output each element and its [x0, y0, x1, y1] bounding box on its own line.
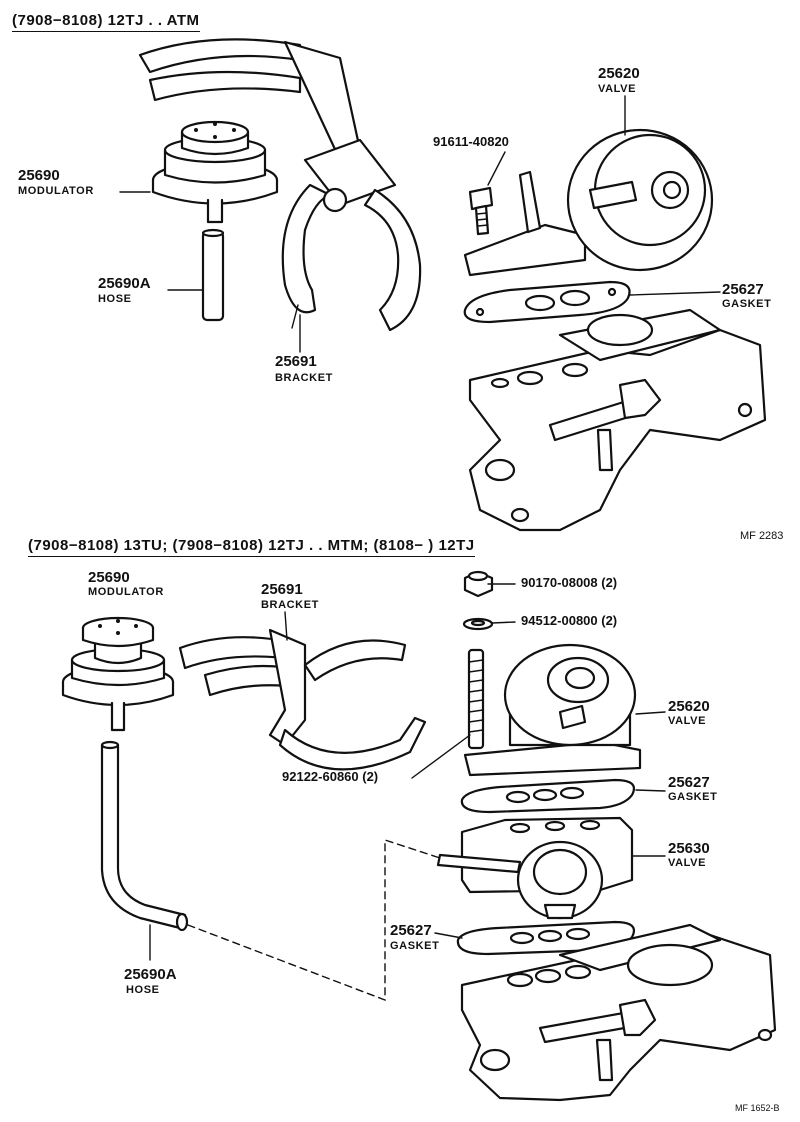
bottom-gasket-upper-leader — [635, 789, 666, 792]
bottom-bracket-name: BRACKET — [261, 599, 319, 611]
bottom-stud-number: 92122-60860 (2) — [282, 769, 379, 784]
bottom-bracket-leader — [284, 611, 288, 641]
top-modulator-part — [151, 120, 279, 224]
bottom-nut-part — [463, 570, 494, 598]
bottom-gasket-upper-name: GASKET — [668, 791, 718, 803]
top-bolt-number: 91611-40820 — [433, 134, 509, 149]
top-modulator-number: 25690 — [18, 167, 60, 184]
top-valve-name: VALVE — [598, 83, 637, 95]
top-gasket-number: 25627 — [722, 281, 764, 298]
bottom-valve-part — [463, 643, 642, 777]
bottom-gasket-lower-part — [456, 920, 636, 956]
top-gasket-leader — [629, 291, 721, 296]
top-bolt-part — [468, 186, 494, 236]
bottom-washer-part — [462, 617, 494, 631]
bottom-figure-ref: MF 1652-B — [735, 1103, 780, 1113]
top-bolt-leader — [487, 151, 506, 186]
top-bracket-number: 25691 — [275, 353, 317, 370]
bottom-bracket-number: 25691 — [261, 581, 303, 598]
top-hose-name: HOSE — [98, 293, 132, 305]
top-manifold-part — [468, 308, 767, 532]
top-valve-part — [463, 128, 714, 277]
bottom-valve-number: 25620 — [668, 698, 710, 715]
top-modulator-name: MODULATOR — [18, 185, 94, 197]
bottom-valve2-part — [436, 816, 634, 920]
bottom-nut-number: 90170-08008 (2) — [521, 575, 618, 590]
top-bracket-part — [138, 38, 422, 332]
bottom-modulator-number: 25690 — [88, 569, 130, 586]
bottom-valve-name: VALVE — [668, 715, 707, 727]
bottom-stud-part — [467, 648, 485, 750]
top-gasket-name: GASKET — [722, 298, 772, 310]
bottom-hose-part — [100, 740, 189, 932]
section-title-bottom: (7908−8108) 13TU; (7908−8108) 12TJ . . M… — [28, 537, 475, 557]
bottom-gasket-upper-number: 25627 — [668, 774, 710, 791]
bottom-gasket-lower-name: GASKET — [390, 940, 440, 952]
top-valve-number: 25620 — [598, 65, 640, 82]
bottom-gasket-lower-number: 25627 — [390, 922, 432, 939]
bottom-hose-number: 25690A — [124, 966, 177, 983]
section-title-top: (7908−8108) 12TJ . . ATM — [12, 12, 200, 32]
bottom-washer-number: 94512-00800 (2) — [521, 613, 618, 628]
bottom-bracket-part — [178, 628, 427, 771]
bottom-gasket-lower-leader — [434, 932, 463, 939]
bottom-modulator-part — [61, 616, 175, 732]
top-hose-part — [201, 228, 225, 322]
bottom-washer-leader — [491, 621, 516, 624]
bottom-manifold-part — [460, 923, 777, 1102]
top-hose-number: 25690A — [98, 275, 151, 292]
top-gasket-part — [463, 280, 631, 324]
bottom-modulator-name: MODULATOR — [88, 586, 164, 598]
vacuum-line-dashed — [187, 839, 441, 1002]
bottom-valve-leader — [635, 711, 666, 715]
bottom-stud-leader — [411, 734, 471, 779]
bottom-valve2-number: 25630 — [668, 840, 710, 857]
top-figure-ref: MF 2283 — [740, 530, 784, 542]
bottom-gasket-upper-part — [460, 778, 636, 814]
top-bracket-name: BRACKET — [275, 372, 333, 384]
bottom-hose-name: HOSE — [126, 984, 160, 996]
bottom-valve2-name: VALVE — [668, 857, 707, 869]
